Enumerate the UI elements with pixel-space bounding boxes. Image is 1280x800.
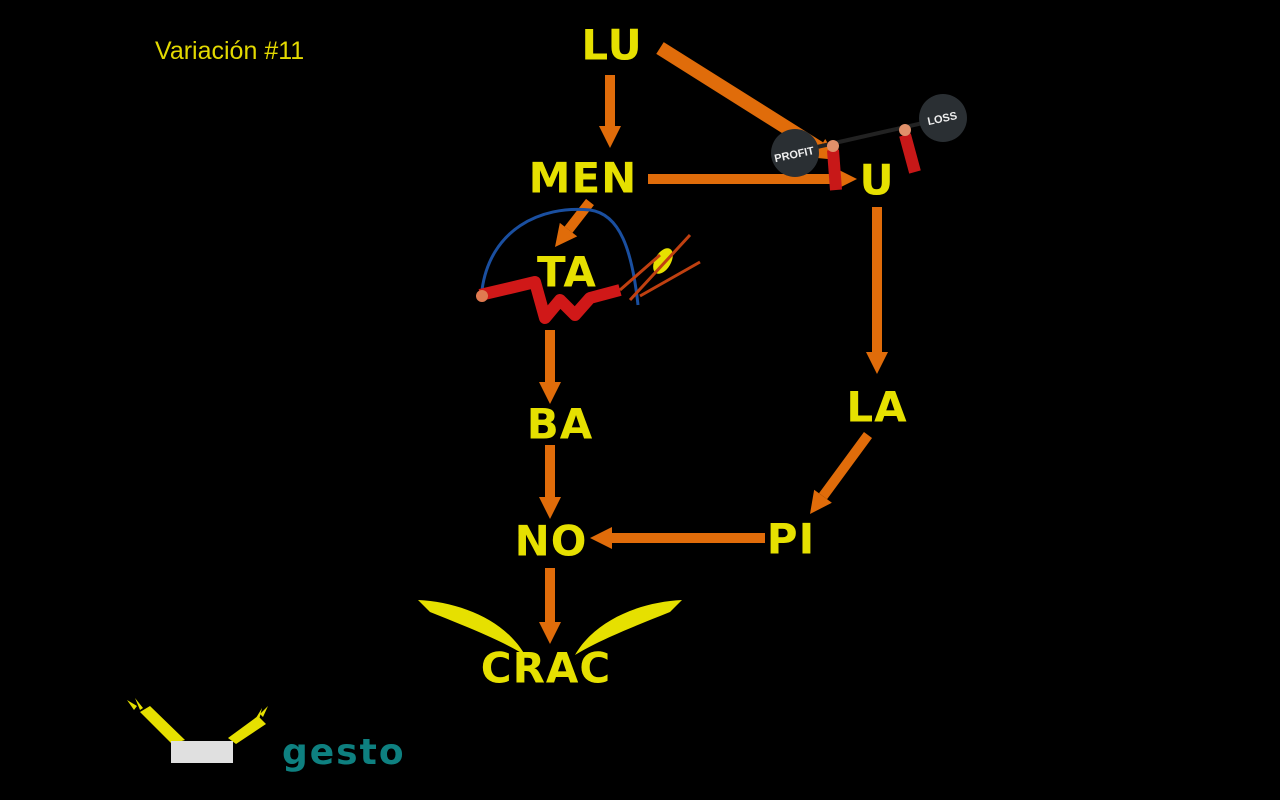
arrow-ta-to-ba <box>539 330 561 404</box>
arrow-pi-to-no <box>590 527 765 549</box>
gesto-label: gesto <box>282 732 406 773</box>
node-pi: PI <box>766 514 816 564</box>
placeholder-box <box>171 741 233 763</box>
arrow-ba-to-no <box>539 445 561 519</box>
node-u: U <box>859 155 895 205</box>
arrow-men-to-ta <box>555 198 594 247</box>
node-men: MEN <box>528 153 638 203</box>
node-la: LA <box>846 382 908 432</box>
jump-rope-figure-icon <box>476 207 701 324</box>
arrow-la-to-pi <box>810 432 873 514</box>
node-no: NO <box>514 516 588 566</box>
node-ta: TA <box>537 247 597 297</box>
variation-title: Variación #11 <box>155 37 305 65</box>
node-ba: BA <box>526 399 594 449</box>
node-lu: LU <box>581 20 643 70</box>
arrow-u-to-la <box>866 207 888 374</box>
profit-loss-barbell-icon: PROFIT LOSS <box>771 94 967 191</box>
arrow-lu-to-men <box>599 75 621 148</box>
node-crac: CRAC <box>480 643 612 693</box>
arrow-men-to-u <box>648 168 857 190</box>
victory-gesture-icon <box>127 698 268 744</box>
wings-icon <box>418 600 682 655</box>
arrow-no-to-crac <box>539 568 561 644</box>
